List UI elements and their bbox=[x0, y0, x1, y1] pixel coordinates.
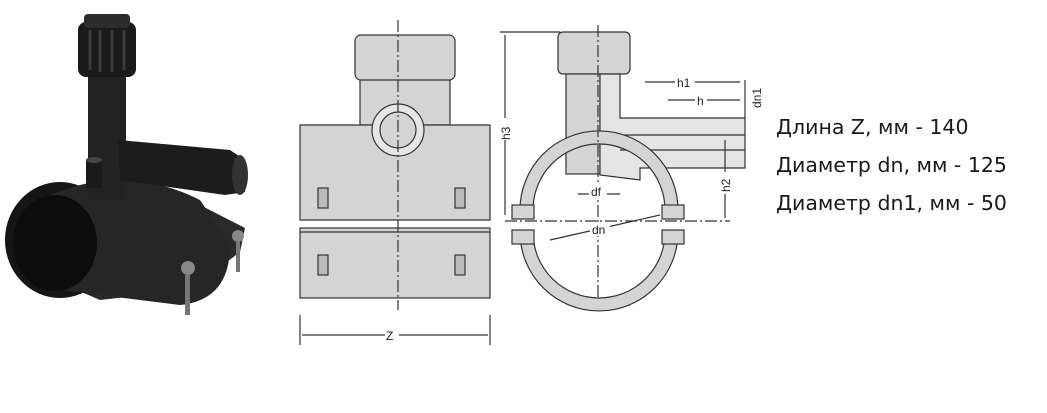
label-dn1: dn1 bbox=[750, 88, 764, 108]
label-h2: h2 bbox=[719, 178, 733, 192]
label-h3: h3 bbox=[499, 126, 513, 140]
label-df: df bbox=[591, 185, 602, 199]
label-h: h bbox=[697, 94, 704, 108]
front-view-drawing bbox=[299, 20, 491, 345]
product-photo bbox=[5, 14, 248, 315]
specifications-list: Длина Z, мм - 140 Диаметр dn, мм - 125 Д… bbox=[776, 108, 1007, 222]
label-z: Z bbox=[386, 329, 393, 343]
spec-length-z: Длина Z, мм - 140 bbox=[776, 115, 969, 139]
spec-diameter-dn: Диаметр dn, мм - 125 bbox=[776, 153, 1007, 177]
label-h1: h1 bbox=[677, 76, 691, 90]
section-view-drawing bbox=[500, 25, 746, 312]
section-dimension-labels: h3 h1 h dn1 h2 df dn bbox=[497, 76, 764, 237]
spec-diameter-dn1: Диаметр dn1, мм - 50 bbox=[776, 191, 1007, 215]
label-dn: dn bbox=[592, 223, 605, 237]
